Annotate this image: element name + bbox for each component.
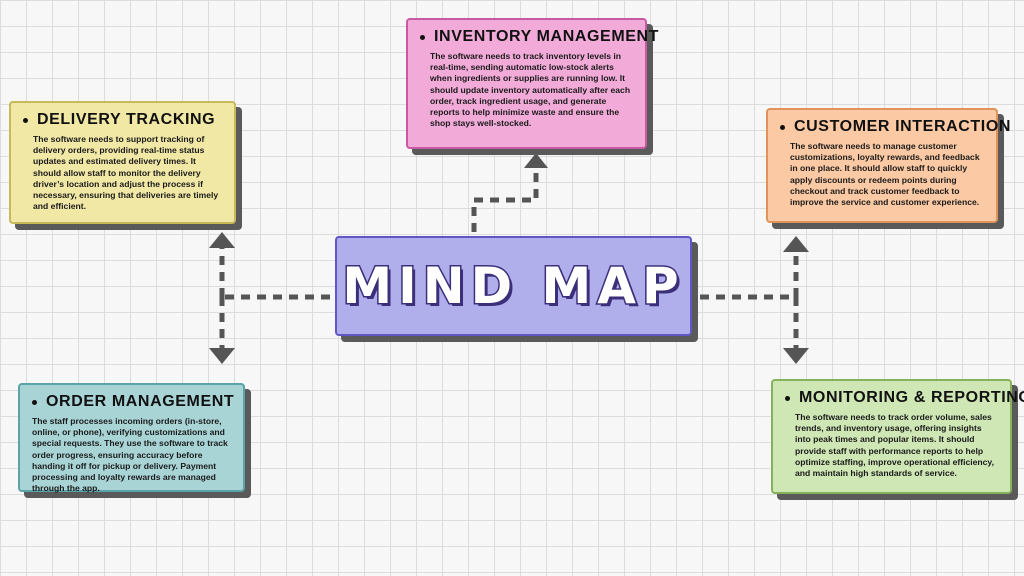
mind-map-center-node: MIND MAP [335, 236, 692, 336]
delivery-tracking-text: The software needs to support tracking o… [33, 134, 219, 212]
customer-interaction-card: CUSTOMER INTERACTION The software needs … [766, 108, 1010, 223]
bullet-icon [785, 395, 790, 401]
arrowhead-delivery [209, 232, 235, 248]
bullet-icon [23, 117, 28, 123]
delivery-tracking-card: DELIVERY TRACKING The software needs to … [9, 101, 236, 224]
bullet-icon [420, 34, 425, 40]
monitoring-reporting-text: The software needs to track order volume… [795, 412, 994, 479]
arrowhead-order [209, 348, 235, 364]
monitoring-reporting-title: MONITORING & REPORTING [799, 389, 1024, 406]
arrowhead-monitoring [783, 348, 809, 364]
customer-interaction-title: CUSTOMER INTERACTION [794, 118, 1012, 135]
arrowhead-customer [783, 236, 809, 252]
order-management-text: The staff processes incoming orders (in-… [32, 416, 228, 494]
inventory-management-card: INVENTORY MANAGEMENT The software needs … [406, 18, 658, 149]
bullet-icon [780, 124, 785, 130]
mind-map-title: MIND MAP [341, 256, 685, 317]
delivery-tracking-title: DELIVERY TRACKING [37, 111, 216, 128]
bullet-icon [32, 399, 37, 405]
monitoring-reporting-card: MONITORING & REPORTING The software need… [771, 379, 1024, 494]
order-management-card: ORDER MANAGEMENT The staff processes inc… [18, 383, 245, 494]
inventory-management-text: The software needs to track inventory le… [430, 51, 631, 129]
connector-inventory [471, 170, 539, 232]
arrowhead-inventory [524, 153, 548, 168]
inventory-management-title: INVENTORY MANAGEMENT [434, 28, 660, 45]
customer-interaction-text: The software needs to manage customer cu… [790, 141, 980, 208]
order-management-title: ORDER MANAGEMENT [46, 393, 235, 410]
